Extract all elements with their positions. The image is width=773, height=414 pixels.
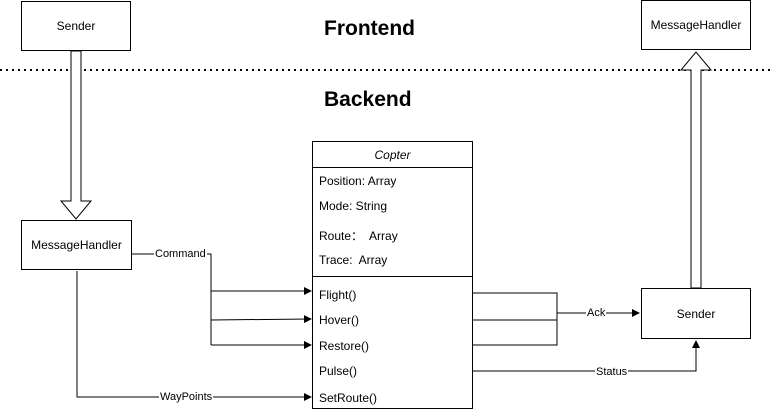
method-flight: Flight() bbox=[319, 288, 357, 302]
frontend-message-handler-label: MessageHandler bbox=[650, 18, 742, 32]
ack-connector-restore bbox=[473, 313, 558, 346]
frontend-message-handler-node: MessageHandler bbox=[641, 0, 751, 50]
status-label: Status bbox=[595, 366, 629, 378]
response-flow-arrow bbox=[679, 51, 713, 289]
command-connector bbox=[132, 253, 212, 345]
ack-label: Ack bbox=[586, 307, 607, 319]
copter-class-box: Copter Position: Array Mode: String Rout… bbox=[312, 141, 473, 409]
waypoints-connector bbox=[76, 271, 312, 401]
attribute-trace: Trace: Array bbox=[319, 253, 388, 267]
backend-sender-label: Sender bbox=[676, 306, 716, 321]
ack-connector-flight bbox=[473, 292, 558, 313]
status-connector bbox=[473, 340, 700, 372]
attribute-route: Route： Array bbox=[319, 229, 398, 243]
backend-sender-node: Sender bbox=[641, 288, 751, 339]
backend-heading: Backend bbox=[324, 88, 412, 111]
method-restore: Restore() bbox=[319, 339, 370, 353]
backend-message-handler-label: MessageHandler bbox=[31, 238, 122, 252]
command-label: Command bbox=[154, 248, 207, 260]
request-flow-arrow bbox=[59, 50, 93, 220]
frontend-sender-node: Sender bbox=[21, 1, 131, 51]
command-to-hover-arrow bbox=[210, 315, 312, 324]
frontend-heading: Frontend bbox=[324, 17, 415, 40]
method-pulse: Pulse() bbox=[319, 364, 358, 378]
attribute-position: Position: Array bbox=[319, 174, 397, 188]
attribute-mode: Mode: String bbox=[319, 199, 388, 213]
method-hover: Hover() bbox=[319, 313, 360, 327]
method-setroute: SetRoute() bbox=[319, 391, 378, 405]
backend-message-handler-node: MessageHandler bbox=[21, 220, 132, 270]
class-section-divider bbox=[313, 276, 472, 277]
waypoints-label: WayPoints bbox=[159, 391, 214, 403]
frontend-sender-label: Sender bbox=[56, 19, 96, 33]
copter-class-title: Copter bbox=[313, 142, 472, 168]
